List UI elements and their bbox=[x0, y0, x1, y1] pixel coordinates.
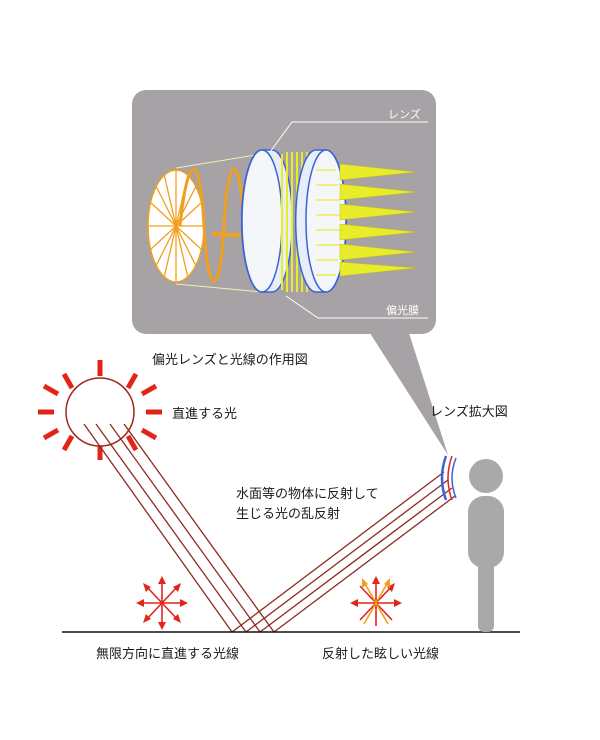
person-silhouette bbox=[468, 459, 504, 632]
lens-front-disc bbox=[240, 149, 294, 293]
lens-back-disc bbox=[294, 149, 348, 293]
label-reflection-line1: 水面等の物体に反射して bbox=[236, 486, 379, 501]
person-leg bbox=[478, 560, 494, 632]
label-lens: レンズ bbox=[388, 107, 421, 121]
small-lens bbox=[440, 455, 457, 501]
unpolarized-light-disc bbox=[147, 169, 205, 283]
sun bbox=[38, 360, 162, 460]
person-head bbox=[469, 459, 503, 493]
label-direct-light: 直進する光 bbox=[172, 406, 237, 421]
sun-light-rays bbox=[83, 423, 456, 633]
label-lens-zoom: レンズ拡大図 bbox=[430, 404, 508, 419]
sun-rays bbox=[38, 360, 162, 460]
inset-panel: レンズ 偏光膜 bbox=[132, 90, 448, 455]
label-omni-direct: 無限方向に直進する光線 bbox=[96, 646, 239, 661]
sun-disc bbox=[65, 377, 135, 447]
label-leaders bbox=[269, 121, 428, 319]
person-body bbox=[468, 496, 504, 568]
polarized-output-light bbox=[339, 163, 417, 277]
inset-callout-pointer bbox=[368, 330, 448, 455]
omnidirectional-arrows bbox=[136, 576, 188, 630]
glare-arrows bbox=[350, 576, 402, 626]
label-reflection-line2: 生じる光の乱反射 bbox=[236, 506, 340, 521]
inset-caption: 偏光レンズと光線の作用図 bbox=[152, 352, 308, 367]
light-beam-tube bbox=[175, 153, 263, 293]
label-polarizing-film: 偏光膜 bbox=[386, 303, 419, 317]
label-glare: 反射した眩しい光線 bbox=[322, 646, 439, 661]
